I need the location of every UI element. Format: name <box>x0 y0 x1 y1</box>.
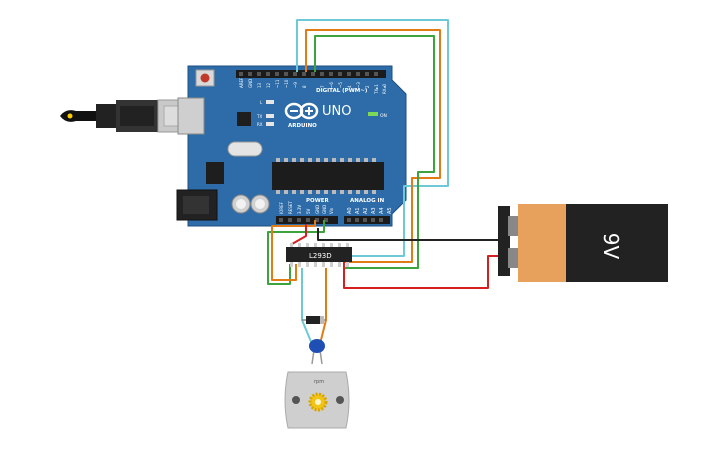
svg-text:~3: ~3 <box>356 82 361 88</box>
dc-motor[interactable]: rpm <box>284 371 350 429</box>
led-label-rx: RX <box>257 122 263 127</box>
digital-label: DIGITAL (PWM~) <box>316 88 368 94</box>
power-label: POWER <box>306 198 330 204</box>
atmega-chip <box>272 162 384 190</box>
svg-text:12: 12 <box>266 82 271 88</box>
board-model-label: UNO <box>322 104 351 119</box>
svg-text:~5: ~5 <box>338 82 343 88</box>
svg-text:8: 8 <box>302 85 307 88</box>
svg-text:3.3V: 3.3V <box>297 205 302 214</box>
wire-black-gnd[interactable] <box>317 228 500 241</box>
svg-text:RESET: RESET <box>288 201 293 214</box>
led-label-tx: TX <box>256 114 262 119</box>
svg-text:A1: A1 <box>355 207 361 214</box>
svg-text:RX◂0: RX◂0 <box>382 83 387 94</box>
svg-text:A3: A3 <box>371 207 377 214</box>
svg-text:GND: GND <box>315 205 320 214</box>
svg-text:~9: ~9 <box>293 82 298 88</box>
digital-pin-labels: AREF GND 13 12 ~11 ~10 ~9 8 7 ~6 ~5 4 ~3… <box>239 77 387 95</box>
svg-text:~10: ~10 <box>284 79 289 88</box>
analog-label: ANALOG IN <box>350 198 385 204</box>
wire-cyan-motor[interactable] <box>301 268 313 345</box>
board-brand-label: ARDUINO <box>288 123 317 129</box>
battery-label: 9V <box>599 233 623 260</box>
diode[interactable] <box>302 316 326 324</box>
svg-text:GND: GND <box>322 205 327 214</box>
battery-9v[interactable]: 9V <box>498 204 668 282</box>
svg-text:7: 7 <box>320 85 325 88</box>
analog-pin-labels: A0 A1 A2 A3 A4 A5 <box>347 207 393 214</box>
wire-green-top[interactable] <box>314 35 435 269</box>
svg-text:TX▸1: TX▸1 <box>374 84 379 95</box>
svg-text:A0: A0 <box>347 207 353 214</box>
svg-text:~11: ~11 <box>275 79 280 88</box>
led-label-l: L <box>260 100 263 105</box>
usb-cable[interactable] <box>60 99 199 133</box>
svg-text:4: 4 <box>347 85 352 88</box>
svg-text:A2: A2 <box>363 207 369 214</box>
svg-text:Vin: Vin <box>329 207 334 214</box>
motor-label: rpm <box>314 379 324 385</box>
driver-label: L293D <box>309 252 332 260</box>
arduino-logo <box>284 102 319 120</box>
wire-orange-motor[interactable] <box>319 268 327 345</box>
ceramic-capacitor[interactable] <box>309 339 325 365</box>
wire-red-5v[interactable] <box>291 224 307 245</box>
svg-text:2: 2 <box>365 85 370 88</box>
power-pin-labels: IOREF RESET 3.3V 5V GND GND Vin <box>279 201 334 214</box>
wire-red-battery[interactable] <box>343 255 500 289</box>
wire-orange-top[interactable] <box>305 29 441 263</box>
wire-cyan-top[interactable] <box>296 19 449 257</box>
svg-text:5V: 5V <box>306 208 311 214</box>
on-label: ON <box>380 113 387 119</box>
svg-text:~6: ~6 <box>329 82 334 88</box>
svg-text:GND: GND <box>248 79 253 88</box>
svg-text:AREF: AREF <box>239 77 244 88</box>
arduino-board[interactable]: ARDUINO UNO DIGITAL (PWM~) POWER ANALOG … <box>176 65 407 227</box>
wire-orange-left[interactable] <box>271 220 316 281</box>
svg-text:IOREF: IOREF <box>279 201 284 214</box>
svg-text:A5: A5 <box>387 207 393 214</box>
svg-text:13: 13 <box>257 82 262 88</box>
l293d-driver[interactable]: L293D <box>286 243 352 267</box>
svg-text:A4: A4 <box>379 207 385 214</box>
